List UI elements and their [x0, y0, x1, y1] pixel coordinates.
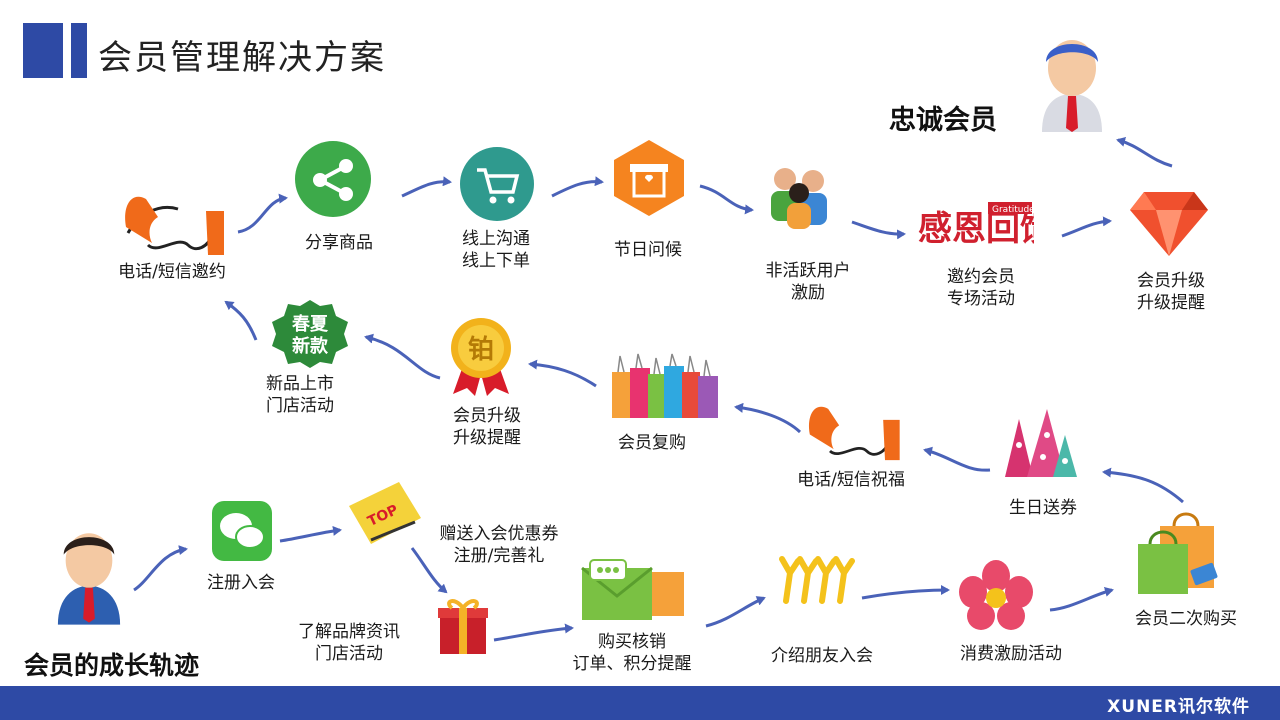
- node-label: 会员升级升级提醒: [453, 406, 521, 448]
- node-label: 了解品牌资讯门店活动: [298, 622, 400, 664]
- node-label: 注册入会: [207, 573, 275, 593]
- bag-icon: [1136, 510, 1218, 600]
- arrow: [699, 184, 754, 215]
- party-hat-icon: [997, 405, 1079, 485]
- arrow: [364, 333, 441, 380]
- person-icon: [1036, 32, 1108, 140]
- header-accent-strip: [71, 23, 87, 78]
- node-label: 会员升级升级提醒: [1137, 271, 1205, 313]
- arrow: [224, 300, 258, 341]
- arrow: [923, 446, 991, 472]
- arrow: [1102, 467, 1184, 504]
- arrow: [1049, 587, 1114, 612]
- gift-box-icon: [608, 138, 690, 222]
- arrow: [734, 402, 802, 434]
- gratitude-icon: 感恩回馈 Gratitude: [916, 200, 1054, 254]
- mail-icon: [580, 558, 686, 626]
- node-label: 生日送券: [1009, 498, 1077, 518]
- arrow: [851, 220, 906, 240]
- node-label: 非活跃用户激励: [765, 261, 851, 303]
- arrow: [401, 176, 452, 198]
- arrow: [861, 585, 950, 600]
- node-label: 会员复购: [618, 433, 686, 453]
- badge-text-2: 新款: [292, 335, 329, 357]
- footer-bar: XUNER讯尔软件: [0, 686, 1280, 720]
- header-accent-block: [23, 23, 63, 78]
- phone-icon: [802, 396, 902, 466]
- cart-icon: [459, 146, 535, 226]
- arrow: [493, 623, 574, 642]
- people-icon: [765, 165, 835, 235]
- ticket-icon: TOP: [345, 478, 425, 552]
- hands-icon: [776, 553, 856, 609]
- node-label: 电话/短信邀约: [118, 262, 226, 282]
- arrow: [551, 176, 604, 198]
- arrow: [133, 545, 188, 592]
- arrow: [705, 596, 766, 628]
- person-icon: [54, 524, 124, 632]
- badge-text-1: 春夏: [292, 313, 329, 335]
- shopping-bags-icon: [610, 352, 722, 424]
- arrow: [237, 193, 288, 234]
- brand-logo-text: XUNER讯尔软件: [1107, 697, 1250, 717]
- gift-icon: [436, 594, 490, 660]
- node-label: 购买核销订单、积分提醒: [572, 632, 692, 674]
- wechat-icon: [211, 500, 273, 566]
- arrow: [1061, 216, 1112, 238]
- node-label: 邀约会员专场活动: [947, 267, 1015, 309]
- node-label: 线上沟通线上下单: [462, 229, 530, 271]
- gratitude-text: 感恩回馈: [918, 209, 1034, 249]
- gratitude-en-text: Gratitude: [992, 205, 1034, 215]
- loyal-member-label: 忠诚会员: [889, 105, 997, 136]
- gem-icon: [1128, 188, 1210, 262]
- node-label: 消费激励活动: [960, 644, 1062, 664]
- arrow: [410, 547, 448, 594]
- node-label: 会员二次购买: [1135, 609, 1237, 629]
- share-icon: [294, 140, 372, 222]
- arrow: [279, 525, 342, 543]
- node-label: 新品上市门店活动: [266, 374, 334, 416]
- arrow: [1116, 137, 1173, 168]
- node-label: 赠送入会优惠券注册/完善礼: [439, 524, 559, 566]
- flower-icon: [957, 558, 1035, 636]
- growth-track-label: 会员的成长轨迹: [24, 651, 200, 680]
- node-label: 介绍朋友入会: [771, 646, 873, 666]
- node-label: 节日问候: [614, 240, 682, 260]
- badge-icon: 春夏 新款: [268, 298, 352, 374]
- phone-icon: [118, 185, 226, 261]
- arrow: [528, 359, 597, 388]
- node-label: 分享商品: [305, 233, 373, 253]
- medal-text: 铂: [468, 335, 494, 365]
- medal-icon: 铂: [445, 316, 517, 402]
- page-title: 会员管理解决方案: [98, 38, 386, 78]
- node-label: 电话/短信祝福: [797, 470, 905, 490]
